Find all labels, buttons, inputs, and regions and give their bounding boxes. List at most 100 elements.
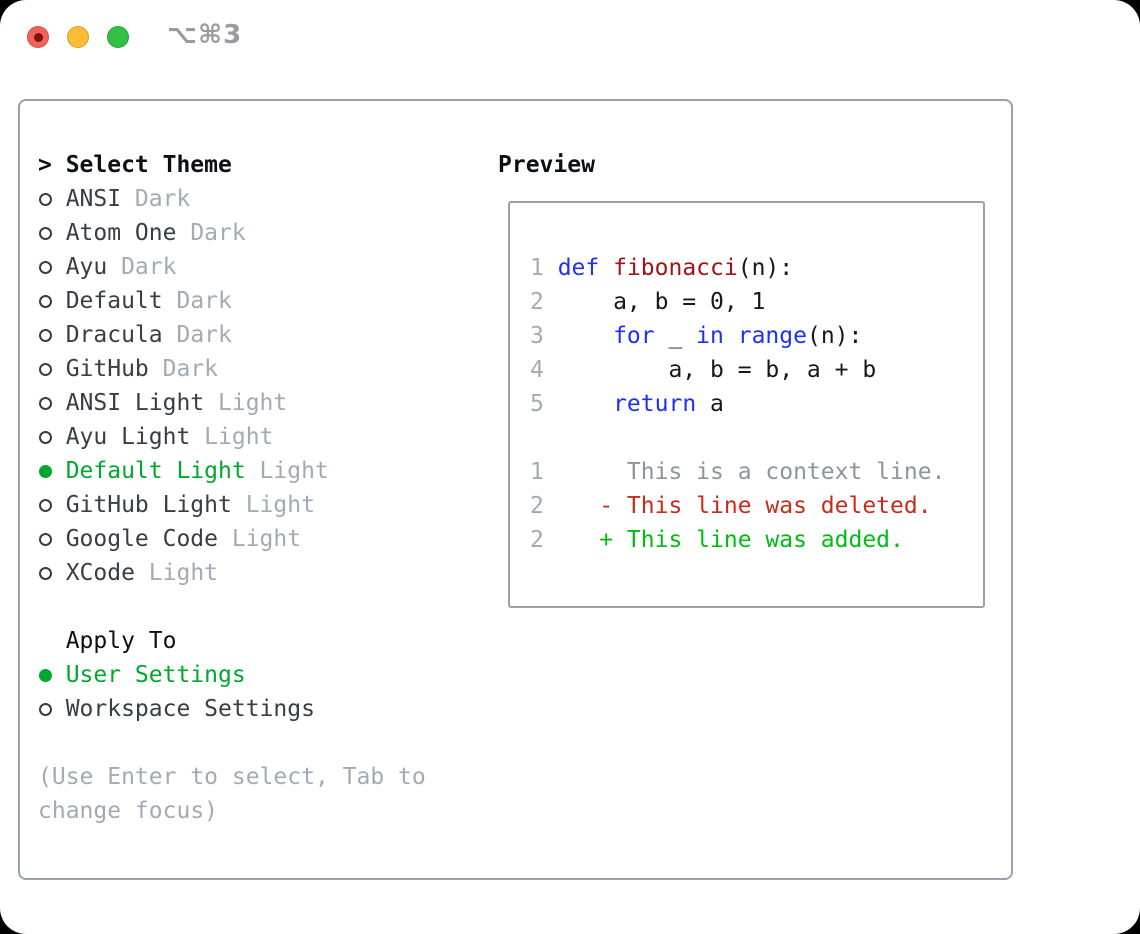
theme-item-label: XCode (65, 560, 135, 586)
code-token (558, 323, 613, 349)
radio-icon (39, 566, 52, 580)
preview-line (530, 421, 983, 455)
theme-item-label: GitHub (65, 356, 149, 382)
theme-item-label: Google Code (65, 526, 219, 552)
line-number: 1 (530, 459, 544, 485)
radio-icon (39, 396, 52, 410)
window-title-shortcut: ⌥⌘3 (167, 20, 243, 50)
code-token: a, b = b, a + b (557, 357, 877, 383)
code-token: + This line was added. (557, 527, 904, 553)
theme-item-label: Ayu Light (65, 424, 191, 450)
preview-line: 3 for _ in range(n): (530, 319, 983, 353)
line-number: 1 (530, 255, 544, 281)
preview-title: Preview (498, 152, 595, 178)
radio-icon (39, 328, 52, 342)
code-token: fibonacci (613, 255, 738, 281)
close-dot-icon (33, 32, 43, 42)
marker-cell (38, 192, 66, 206)
code-token: def (557, 255, 600, 281)
code-token: (n): (737, 255, 794, 281)
apply-option-user-settings[interactable]: User Settings (38, 658, 462, 692)
marker-cell (38, 260, 66, 274)
radio-icon (39, 430, 52, 444)
radio-selected-icon (39, 464, 52, 478)
preview-line: 5 return a (530, 387, 983, 421)
keyboard-hint-text: (Use Enter to select, Tab to change focu… (38, 764, 426, 824)
code-token: This is a context line. (557, 459, 946, 485)
theme-item-label: ANSI (65, 186, 122, 212)
close-button[interactable] (27, 26, 49, 48)
radio-icon (39, 260, 52, 274)
marker-cell (38, 294, 66, 308)
theme-item-google-code[interactable]: Google Code Light (38, 522, 462, 556)
marker-cell (38, 362, 66, 376)
radio-icon (39, 362, 52, 376)
code-token (724, 323, 738, 349)
theme-item-xcode[interactable]: XCode Light (38, 556, 462, 590)
marker-cell (38, 532, 66, 546)
preview-line: 1 def fibonacci(n): (530, 251, 983, 285)
zoom-button[interactable] (107, 26, 129, 48)
marker-cell (38, 566, 66, 580)
line-number: 3 (530, 323, 544, 349)
code-token: (n): (806, 323, 863, 349)
radio-icon (39, 226, 52, 240)
line-number: 2 (530, 289, 544, 315)
theme-item-ansi[interactable]: ANSI Dark (38, 182, 462, 216)
traffic-lights (27, 26, 129, 48)
theme-item-label: Dracula (65, 322, 163, 348)
theme-item-github[interactable]: GitHub Dark (38, 352, 462, 386)
marker-cell (38, 464, 66, 478)
theme-variant-tag: Dark (162, 356, 219, 382)
preview-line: 2 + This line was added. (530, 523, 983, 557)
preview-line: 2 a, b = 0, 1 (530, 285, 983, 319)
preview-line: 4 a, b = b, a + b (530, 353, 983, 387)
code-token: for (613, 323, 655, 349)
marker-cell (38, 328, 66, 342)
radio-icon (39, 702, 52, 716)
preview-line: 2 - This line was deleted. (530, 489, 983, 523)
marker-cell (38, 498, 66, 512)
line-number: 5 (530, 391, 544, 417)
minimize-button[interactable] (67, 26, 89, 48)
theme-variant-tag: Light (148, 560, 219, 586)
code-token: _ (654, 323, 697, 349)
theme-item-label: Ayu (65, 254, 108, 280)
theme-variant-tag: Light (231, 526, 302, 552)
marker-cell (38, 430, 66, 444)
theme-item-ayu-light[interactable]: Ayu Light Light (38, 420, 462, 454)
code-token: a (696, 391, 724, 417)
select-theme-header: > Select Theme (38, 148, 462, 182)
section-gap (38, 590, 462, 624)
apply-option-workspace-settings[interactable]: Workspace Settings (38, 692, 462, 726)
marker-cell (38, 226, 66, 240)
radio-icon (39, 498, 52, 512)
marker-cell (38, 668, 66, 682)
apply-to-header: Apply To (38, 624, 462, 658)
theme-item-label: GitHub Light (65, 492, 232, 518)
code-token: return (613, 391, 697, 417)
theme-item-label: Default (65, 288, 163, 314)
code-token: range (737, 323, 807, 349)
line-number: 4 (530, 357, 544, 383)
apply-to-title: Apply To (65, 628, 177, 654)
radio-icon (39, 294, 52, 308)
theme-variant-tag: Light (218, 390, 288, 416)
theme-item-label: Atom One (65, 220, 177, 246)
theme-variant-tag: Light (204, 424, 274, 450)
theme-item-ayu[interactable]: Ayu Dark (38, 250, 462, 284)
theme-variant-tag: Dark (134, 186, 191, 212)
marker-cell (38, 702, 66, 716)
code-token: a, b = 0, 1 (557, 289, 766, 315)
radio-icon (39, 532, 52, 546)
theme-variant-tag: Dark (121, 254, 177, 280)
